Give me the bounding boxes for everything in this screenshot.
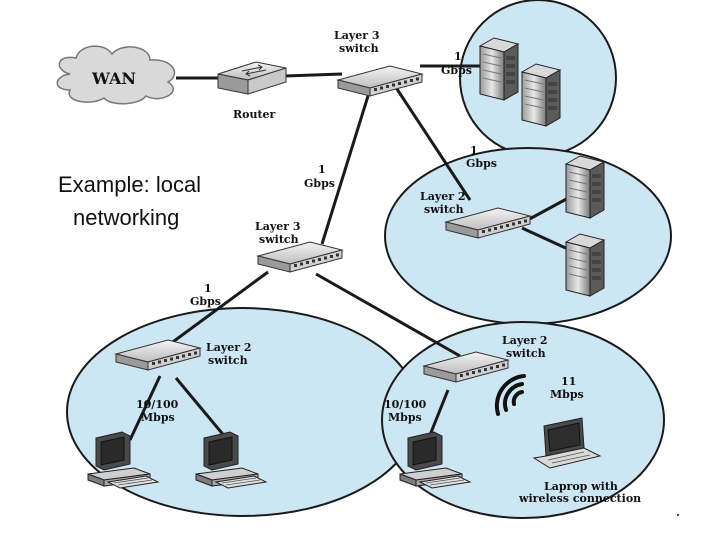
wifi-label-1: 11 [561, 375, 576, 388]
router-icon [217, 61, 287, 95]
l3-mid-label-1: Layer 3 [255, 220, 301, 233]
l3-top-label-2: switch [339, 42, 379, 55]
wifi-label-2: Mbps [550, 388, 584, 401]
link-l2bl-pc2 [174, 377, 228, 439]
wan-cloud-icon [56, 45, 176, 105]
wireless-signal-icon [494, 374, 526, 416]
server-icon-top-1 [479, 37, 519, 101]
gbps-right-label-1: 1 [470, 144, 478, 157]
mbps-left-label-1: 10/100 [136, 398, 179, 411]
slide-title-line-1: Example: local [58, 172, 201, 197]
l2-bl-label-1: Layer 2 [206, 341, 252, 354]
mbps-right-label-2: Mbps [388, 411, 422, 424]
link-l2right-server1 [523, 194, 573, 224]
gbps-top-label-2: Gbps [441, 64, 472, 77]
server-icon-top-2 [521, 63, 561, 127]
l2-bl-label-2: switch [208, 354, 248, 367]
gbps-right-label-2: Gbps [466, 157, 497, 170]
switch-icon-l3-mid [257, 241, 343, 273]
gbps-mid-label-1: 1 [318, 163, 326, 176]
server-icon-right-2 [565, 233, 605, 297]
slide-title-line-2: networking [73, 205, 179, 230]
link-l3top-l2right [393, 85, 472, 201]
network-links [128, 64, 573, 441]
l2-br-label-1: Layer 2 [502, 334, 548, 347]
laptop-label-2: wireless connection [518, 492, 641, 505]
gbps-top-label-1: 1 [454, 50, 462, 63]
mbps-right-label-1: 10/100 [384, 398, 427, 411]
l3-mid-label-2: switch [259, 233, 299, 246]
link-router-l3top [284, 72, 343, 78]
gbps-left-label-2: Gbps [190, 295, 221, 308]
mbps-left-label-2: Mbps [141, 411, 175, 424]
wan-label: WAN [91, 69, 136, 88]
router-label: Router [233, 108, 276, 121]
link-l2bl-pc1 [128, 375, 162, 441]
server-zone-right [384, 147, 672, 325]
link-l3mid-l2bl [169, 270, 269, 346]
link-l2right-server2 [521, 226, 571, 252]
l2-right-label-2: switch [424, 203, 464, 216]
gbps-mid-label-2: Gbps [304, 177, 335, 190]
link-l2br-pc [426, 389, 450, 441]
laptop-label-1: Laprop with [544, 480, 618, 493]
link-l3top-l3mid [320, 95, 370, 245]
link-l3mid-l2br [315, 272, 461, 358]
server-icon-right-1 [565, 155, 605, 219]
switch-icon-l3-top [337, 65, 423, 97]
gbps-left-label-1: 1 [204, 282, 212, 295]
l3-top-label-1: Layer 3 [334, 29, 380, 42]
l2-br-label-2: switch [506, 347, 546, 360]
corner-mark: . [676, 506, 680, 519]
l2-right-label-1: Layer 2 [420, 190, 466, 203]
